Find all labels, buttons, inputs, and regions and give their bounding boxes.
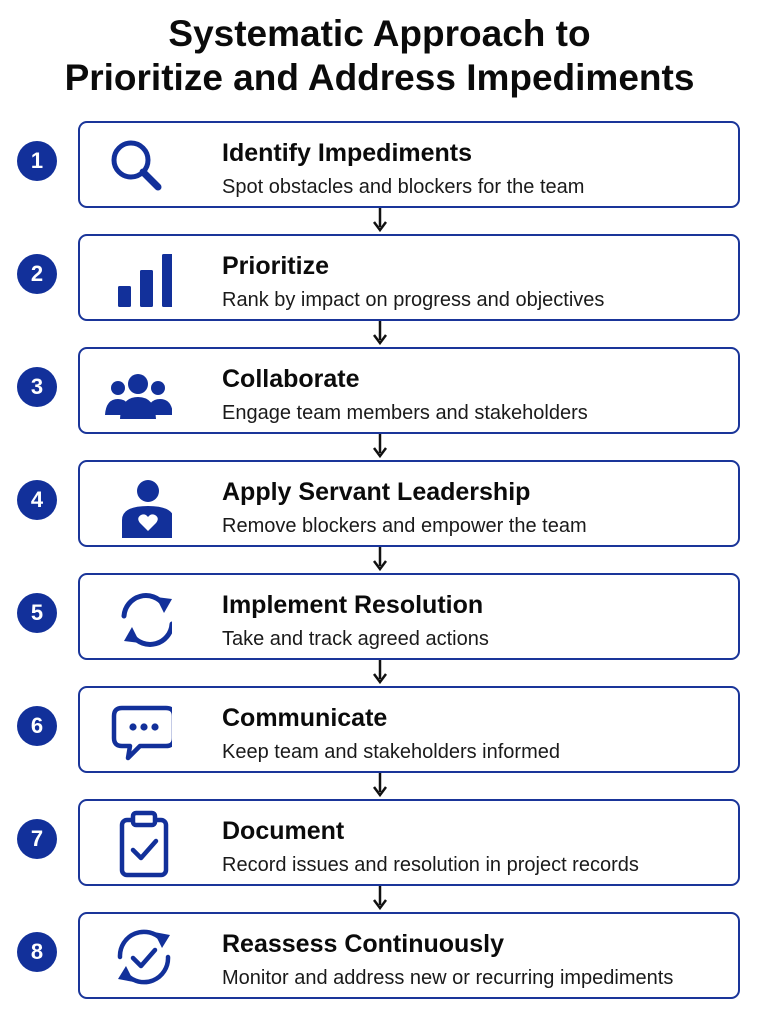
step-description: Engage team members and stakeholders <box>222 402 588 424</box>
down-arrow-icon <box>372 886 388 912</box>
step-number-2: 2 <box>17 254 57 294</box>
step-number-3: 3 <box>17 367 57 407</box>
step-card-collaborate: Collaborate Engage team members and stak… <box>78 347 740 434</box>
step-number-5: 5 <box>17 593 57 633</box>
bar-chart-icon <box>102 244 172 314</box>
step-number-8: 8 <box>17 932 57 972</box>
cycle-arrows-icon <box>102 583 172 653</box>
step-card-communicate: Communicate Keep team and stakeholders i… <box>78 686 740 773</box>
step-heading: Communicate <box>222 704 388 732</box>
down-arrow-icon <box>372 660 388 686</box>
chat-bubble-icon <box>102 696 172 766</box>
step-heading: Apply Servant Leadership <box>222 478 531 506</box>
step-card-document: Document Record issues and resolution in… <box>78 799 740 886</box>
step-number-6: 6 <box>17 706 57 746</box>
step-number-4: 4 <box>17 480 57 520</box>
servant-leader-icon <box>102 470 172 540</box>
clipboard-check-icon <box>102 809 172 879</box>
reassess-cycle-icon <box>102 922 172 992</box>
step-heading: Collaborate <box>222 365 360 393</box>
step-heading: Identify Impediments <box>222 139 473 167</box>
down-arrow-icon <box>372 208 388 234</box>
down-arrow-icon <box>372 773 388 799</box>
step-card-identify: Identify Impediments Spot obstacles and … <box>78 121 740 208</box>
title-line-2: Prioritize and Address Impediments <box>64 57 695 98</box>
magnifier-icon <box>102 131 172 201</box>
step-card-prioritize: Prioritize Rank by impact on progress an… <box>78 234 740 321</box>
step-description: Remove blockers and empower the team <box>222 515 587 537</box>
step-card-servant-leadership: Apply Servant Leadership Remove blockers… <box>78 460 740 547</box>
step-card-implement-resolution: Implement Resolution Take and track agre… <box>78 573 740 660</box>
team-icon <box>102 357 172 427</box>
step-description: Keep team and stakeholders informed <box>222 741 560 763</box>
title-line-1: Systematic Approach to <box>168 13 591 54</box>
step-description: Monitor and address new or recurring imp… <box>222 967 674 989</box>
step-number-7: 7 <box>17 819 57 859</box>
step-description: Take and track agreed actions <box>222 628 489 650</box>
step-description: Record issues and resolution in project … <box>222 854 639 876</box>
down-arrow-icon <box>372 547 388 573</box>
step-number-1: 1 <box>17 141 57 181</box>
step-heading: Document <box>222 817 345 845</box>
step-description: Spot obstacles and blockers for the team <box>222 176 585 198</box>
step-heading: Reassess Continuously <box>222 930 505 958</box>
page-title: Systematic Approach to Prioritize and Ad… <box>0 12 759 100</box>
step-description: Rank by impact on progress and objective… <box>222 289 605 311</box>
step-heading: Implement Resolution <box>222 591 484 619</box>
down-arrow-icon <box>372 321 388 347</box>
down-arrow-icon <box>372 434 388 460</box>
step-card-reassess: Reassess Continuously Monitor and addres… <box>78 912 740 999</box>
step-heading: Prioritize <box>222 252 329 280</box>
